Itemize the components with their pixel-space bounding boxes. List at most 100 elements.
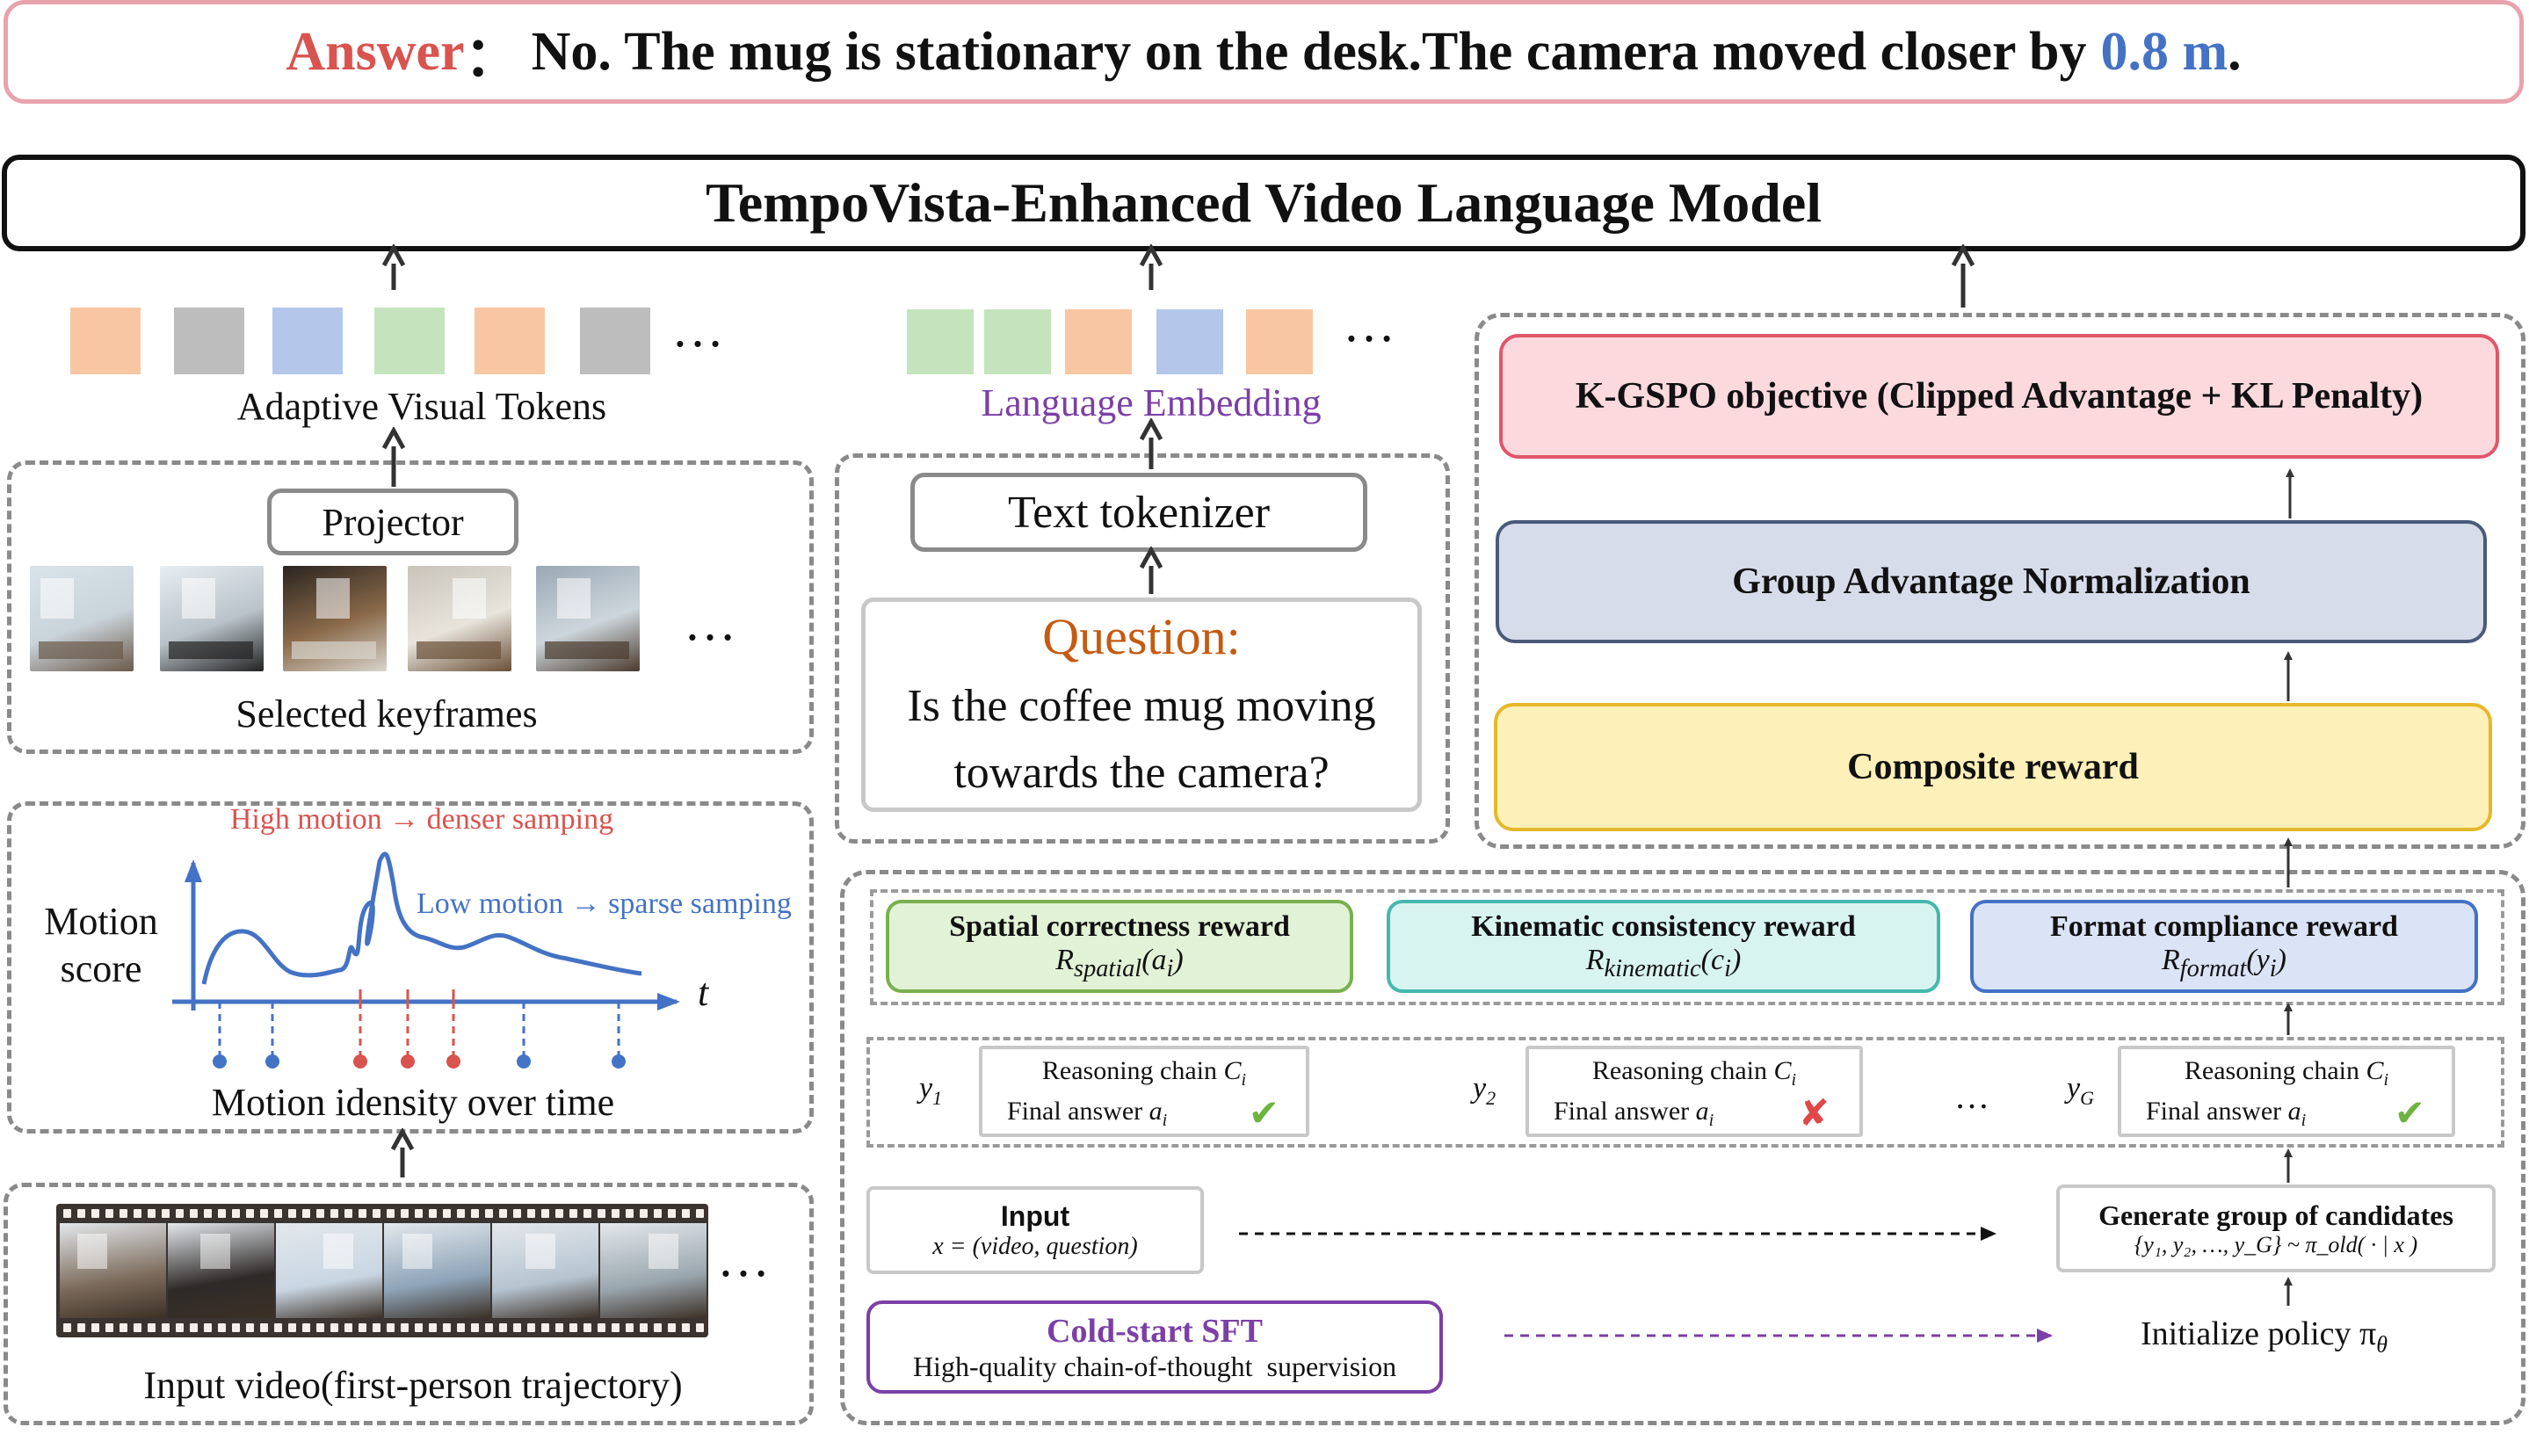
reasoning-chain-sub: i xyxy=(1241,1070,1247,1090)
film-hole xyxy=(541,1209,549,1218)
language-tokens-ellipsis: … xyxy=(1343,294,1395,352)
keyframe-thumbnail xyxy=(30,566,134,671)
film-hole xyxy=(148,1209,156,1218)
film-hole xyxy=(218,1323,226,1332)
kinematic-reward-arg: (c xyxy=(1700,943,1725,976)
init-policy-label: Initialize policy πθ xyxy=(2141,1315,2388,1358)
visual-token xyxy=(580,308,650,374)
reasoning-chain-text: Reasoning chain xyxy=(1041,1056,1224,1085)
film-hole xyxy=(232,1209,240,1218)
candidates-row-frame xyxy=(866,1037,2504,1148)
kgspo-objective-label: K-GSPO objective (Clipped Advantage + KL… xyxy=(1575,376,2424,417)
spatial-reward-arg: (a xyxy=(1141,943,1167,976)
answer-end: . xyxy=(2228,21,2242,82)
film-hole xyxy=(583,1209,591,1218)
film-hole xyxy=(274,1323,282,1332)
visual-token xyxy=(70,308,141,374)
format-reward-box: Format compliance reward Rformat(yi) xyxy=(1970,900,2478,993)
film-hole xyxy=(640,1209,648,1218)
final-answer-var: a xyxy=(1149,1097,1163,1126)
spatial-reward-box: Spatial correctness reward Rspatial(ai) xyxy=(886,900,1353,993)
film-hole xyxy=(555,1323,563,1332)
reasoning-chain-text: Reasoning chain xyxy=(2184,1056,2366,1085)
final-answer-var: a xyxy=(1695,1097,1709,1126)
film-frame xyxy=(276,1223,382,1318)
text-tokenizer-label: Text tokenizer xyxy=(1007,487,1271,538)
film-hole xyxy=(359,1323,366,1332)
film-hole xyxy=(63,1209,71,1218)
film-hole xyxy=(232,1323,240,1332)
film-hole xyxy=(204,1209,212,1218)
projector-label: Projector xyxy=(322,500,464,544)
film-hole xyxy=(359,1209,366,1218)
candidates-ellipsis: … xyxy=(1954,1076,1989,1116)
film-hole xyxy=(682,1209,690,1218)
final-answer-text: Final answer xyxy=(2146,1097,2288,1126)
film-hole xyxy=(288,1209,296,1218)
format-reward-R: R xyxy=(2162,943,2180,976)
rewards-row-frame xyxy=(870,889,2504,1005)
window-shape xyxy=(40,578,74,619)
language-token xyxy=(1246,309,1313,374)
film-hole xyxy=(91,1209,99,1218)
init-policy-text: Initialize policy π xyxy=(2141,1315,2377,1352)
keyframe-thumbnail xyxy=(408,566,511,671)
visual-tokens-label: Adaptive Visual Tokens xyxy=(236,384,607,428)
sample-dot xyxy=(213,1054,227,1068)
video-ellipsis: … xyxy=(717,1229,770,1287)
film-hole xyxy=(583,1323,591,1332)
input-video-label: Input video(first-person trajectory) xyxy=(143,1363,683,1407)
film-hole xyxy=(246,1209,254,1218)
format-reward-title: Format compliance reward xyxy=(2050,909,2398,943)
kinematic-reward-box: Kinematic consistency reward Rkinematic(… xyxy=(1387,900,1940,993)
kinematic-reward-arg-sub: i xyxy=(1724,954,1731,982)
film-hole xyxy=(513,1323,521,1332)
film-hole xyxy=(316,1209,324,1218)
spatial-reward-title: Spatial correctness reward xyxy=(949,909,1290,943)
candidate-label: yG xyxy=(2067,1072,2094,1110)
film-hole xyxy=(134,1323,141,1332)
reasoning-chain-var: C xyxy=(1223,1056,1242,1085)
input-box: Input x = (video, question) xyxy=(866,1186,1204,1274)
film-hole xyxy=(176,1323,184,1332)
model-title: TempoVista-Enhanced Video Language Model xyxy=(705,171,1822,234)
video-panel xyxy=(4,1183,814,1425)
film-hole xyxy=(682,1323,690,1332)
furniture-shape xyxy=(545,641,629,659)
kinematic-reward-sub: kinematic xyxy=(1604,954,1701,982)
composite-reward-box: Composite reward xyxy=(1494,703,2492,831)
visual-token xyxy=(174,308,244,374)
film-hole xyxy=(204,1323,212,1332)
motion-chart xyxy=(172,851,680,1068)
film-hole xyxy=(148,1323,156,1332)
film-hole xyxy=(120,1323,127,1332)
spatial-reward-arg-sub: i xyxy=(1166,954,1174,982)
film-hole xyxy=(274,1209,282,1218)
film-hole xyxy=(330,1209,338,1218)
candidate-y-sub: 1 xyxy=(932,1086,943,1109)
reasoning-chain-line: Reasoning chain Ci xyxy=(1529,1056,1859,1097)
format-reward-arg: (y xyxy=(2246,943,2270,976)
motion-x-label: t xyxy=(698,971,709,1014)
sample-dot xyxy=(353,1054,367,1068)
film-hole xyxy=(499,1323,507,1332)
high-motion-note: High motion → denser samping xyxy=(229,803,614,836)
final-answer-sub: i xyxy=(2301,1111,2307,1130)
film-hole xyxy=(555,1209,563,1218)
film-hole xyxy=(485,1323,493,1332)
sample-dot xyxy=(612,1054,626,1068)
question-panel xyxy=(835,453,1450,844)
film-hole xyxy=(373,1209,380,1218)
film-hole xyxy=(471,1323,479,1332)
film-hole xyxy=(499,1209,507,1218)
answer-text: No. The mug is stationary on the desk.Th… xyxy=(531,21,2087,82)
film-hole xyxy=(218,1209,226,1218)
film-frame xyxy=(60,1223,166,1318)
reasoning-chain-sub: i xyxy=(1791,1070,1797,1090)
film-hole xyxy=(120,1209,127,1218)
language-embedding-label: Language Embedding xyxy=(981,380,1322,424)
final-answer-sub: i xyxy=(1708,1111,1714,1130)
motion-caption: Motion idensity over time xyxy=(211,1080,615,1124)
